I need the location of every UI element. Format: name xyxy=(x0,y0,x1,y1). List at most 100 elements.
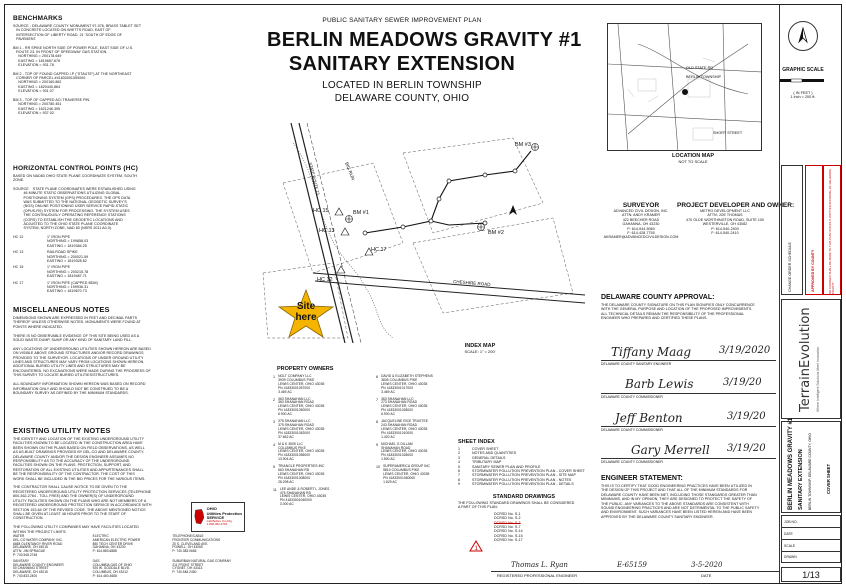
map-label-hc13: HC 13 xyxy=(319,228,335,234)
control-point-text: 1" IRON PIPE (CAPPED BDM) NORTHING = 199… xyxy=(47,280,98,294)
sheet-index-row: 9 STORMWATER POLLUTION PREVENTION PLAN - … xyxy=(458,482,590,486)
sheet-title: STORMWATER POLLUTION PREVENTION PLAN - S… xyxy=(472,473,576,478)
owner-number: 10 xyxy=(376,465,381,470)
graphic-scale-feet: ( IN FEET ) xyxy=(793,91,813,95)
utility-company: SANITARY DELAWARE COUNTY ENGINEER 50 CHA… xyxy=(13,558,64,578)
developer-text: METRO DEVELOPMENT LLC ATTN: JOE THOMAS 4… xyxy=(686,209,764,236)
benchmark-source: SOURCE - DELAWARE COUNTY MONUMENT 97-076… xyxy=(13,24,142,42)
title-block-main: PUBLIC SANITARY SEWER IMPROVEMENT PLAN B… xyxy=(267,17,582,104)
location-map-title: LOCATION MAP xyxy=(671,153,715,159)
strip-sheet-title: COVER SHEET xyxy=(826,463,831,494)
standard-item: DCRSD No. S-3 xyxy=(494,520,521,525)
developer-heading: PROJECT DEVELOPER AND OWNER: xyxy=(677,202,795,209)
engineer-sig-name: Thomas L. Ryan xyxy=(511,561,568,569)
benchmark-3: BM 3 - TOP OF CAPPED ACI TRAVERSE PIN. N… xyxy=(13,97,91,115)
owner-text: MICHAEL G DILLAM SHANAHAN ROAD LEWIS CEN… xyxy=(381,441,428,462)
index-map-scale: SCALE: 1" = 200' xyxy=(464,349,496,354)
signature-name: Tiffany Maag xyxy=(611,345,692,359)
standard-item: DCRSD No. S-1 xyxy=(494,511,521,516)
location-map-scale: NOT TO SCALE xyxy=(678,159,708,164)
owner-text: 363 SHANAHAN LLC 363 SHANAHAN ROAD LEWIS… xyxy=(278,396,325,417)
sheet-title: SANITARY SEWER PLAN AND PROFILE xyxy=(472,464,541,469)
owner-text: SUPERAMERICA GROUP INC 5810 COLUMBUS PIK… xyxy=(383,464,430,484)
signature-row: Barb Lewis 3/19/20 DELAWARE COUNTY COMMI… xyxy=(601,369,776,402)
owner-number: 8 xyxy=(376,420,379,425)
engineer-statement: ENGINEER STATEMENT: THIS IS TO CERTIFY T… xyxy=(601,475,776,519)
utility-text: THE IDENTITY AND LOCATION OF THE EXISTIN… xyxy=(13,437,152,534)
index-map-title: INDEX MAP xyxy=(464,343,496,349)
signature-role: DELAWARE COUNTY COMMISSIONER xyxy=(601,395,663,399)
index-map: BM #3 BM #2 BM #1 HC 15 HC 13 HC 12 HC 1… xyxy=(262,123,585,343)
revision-triangle-icon: 1 xyxy=(469,540,483,552)
drawn-cell: DRAWN xyxy=(781,551,841,563)
standard-item: DCRSD No. S-15 xyxy=(494,533,523,538)
misc-heading: MISCELLANEOUS NOTES xyxy=(13,305,110,314)
control-point: HC 13 RAILROAD SPIKE NORTHING = 200021.5… xyxy=(13,250,251,263)
benchmark-1: BM 1 - RR SPIKE NORTH SIDE OF POWER POLE… xyxy=(13,45,134,68)
sheet-number: 4 xyxy=(458,460,461,465)
utility-company: SUBURBAN NATURAL GAS COMPANY 211 FRONT S… xyxy=(172,558,232,575)
approval-heading: DELAWARE COUNTY APPROVAL: xyxy=(601,294,715,301)
sheet-number-value: 1/13 xyxy=(802,569,820,580)
map-north-arrow xyxy=(509,205,517,215)
utility-companies: WATER DEL-CO WATER COMPANY, INC. 6658 OL… xyxy=(13,534,248,579)
map-label-bm3: BM #3 xyxy=(515,142,531,148)
sheet-index-row: 6 STORMWATER POLLUTION PREVENTION PLAN - … xyxy=(458,469,590,473)
sheet-number: 8 xyxy=(458,477,461,482)
owner-text: 375 SHANAHAN LLC 375 SHANAHAN ROAD LEWIS… xyxy=(278,419,325,439)
revision-label: CHANGE ORDER SCHEDULE xyxy=(788,242,792,292)
revision-box: CHANGE ORDER SCHEDULE xyxy=(781,165,803,295)
drawing-sheet: BENCHMARKS SOURCE - DELAWARE COUNTY MONU… xyxy=(4,4,842,584)
strip-location: BERLIN TOWNSHIP, DELAWARE COUNTY, OHIO xyxy=(808,433,812,510)
brand-name: TerrainEvolution xyxy=(798,307,813,412)
owner-text: M & K 3505 LLC COLUMBUS PIKE LEWIS CENTE… xyxy=(278,441,325,462)
sheet-number: 9 xyxy=(458,482,461,487)
plan-title-1: BERLIN MEADOWS GRAVITY #1 xyxy=(267,29,582,51)
sheet-title: TRIBUTARY MAP xyxy=(472,460,502,465)
owner-text: 363 SHANAHAN LLC 273 SHANAHAN ROAD LEWIS… xyxy=(381,396,428,417)
approval-signatures: Tiffany Maag 3/19/2020 DELAWARE COUNTY S… xyxy=(601,335,776,475)
control-point-id: HC 13 xyxy=(13,250,24,255)
job-cell: JOB NO. xyxy=(781,515,841,527)
ohio-logo-text: OHIO Utilities Protection SERVICE xyxy=(206,506,242,520)
utility-company: ELECTRIC AMERICAN ELECTRIC POWER 850 TEC… xyxy=(92,534,141,554)
approved-label: APPROVED BY COUNTY xyxy=(811,249,815,292)
site-star: Site here xyxy=(277,289,335,339)
sheet-number-cell: 1/13 xyxy=(781,567,841,582)
map-label-route23: STATE ROUTE 23 xyxy=(308,162,321,196)
sheet-number: 7 xyxy=(458,473,461,478)
location-label-short: SHORT STREET xyxy=(713,131,743,135)
owner-number: 3 xyxy=(273,420,276,425)
stamp-box: NO CHANGES SHALL BE MADE TO THIS PLAN WI… xyxy=(823,165,841,295)
signature-role: DELAWARE COUNTY COMMISSIONER xyxy=(601,460,663,464)
signature-row: Jeff Benton 3/19/20 DELAWARE COUNTY COMM… xyxy=(601,401,776,434)
signature-row: Gary Merrell 3/19/20 DELAWARE COUNTY COM… xyxy=(601,433,776,466)
standards-heading: STANDARD DRAWINGS xyxy=(492,494,556,500)
sheet-title: STORMWATER POLLUTION PREVENTION PLAN - C… xyxy=(472,469,586,474)
engineer-heading: ENGINEER STATEMENT: xyxy=(601,475,683,482)
sheet-title: STORMWATER POLLUTION PREVENTION PLAN - D… xyxy=(472,482,574,487)
ohio-logo-call: Call Before You Dig 1-800-362-2764 xyxy=(206,519,232,527)
sheet-title: COVER SHEET xyxy=(472,447,499,451)
graphic-scale: GRAPHIC SCALE ( IN FEET ) 1 inch = 200 f… xyxy=(778,67,828,99)
sheet-number: 2 xyxy=(458,451,461,456)
map-label-bm2: BM #2 xyxy=(488,230,504,236)
index-map-caption: INDEX MAP SCALE: 1" = 200' xyxy=(435,343,525,354)
signature-name: Barb Lewis xyxy=(625,377,694,391)
control-point-id: HC 12 xyxy=(13,234,24,239)
north-arrow-icon xyxy=(788,21,818,51)
owner-number: 1 xyxy=(273,375,276,379)
standard-item: DCRSD No. S-2 xyxy=(494,516,521,521)
location-label-oldstate: OLD STATE RD xyxy=(686,66,713,70)
location-map-caption: LOCATION MAP NOT TO SCALE xyxy=(653,153,733,164)
standards-note: THE FOLLOWING STANDARD DRAWINGS SHALL BE… xyxy=(458,501,575,510)
control-point-text: 1" IRON PIPE NORTHING = 200215.78 EASTIN… xyxy=(47,265,89,279)
sheet-number: 6 xyxy=(458,469,461,474)
map-label-bigrun: BIG RUN xyxy=(344,162,356,181)
